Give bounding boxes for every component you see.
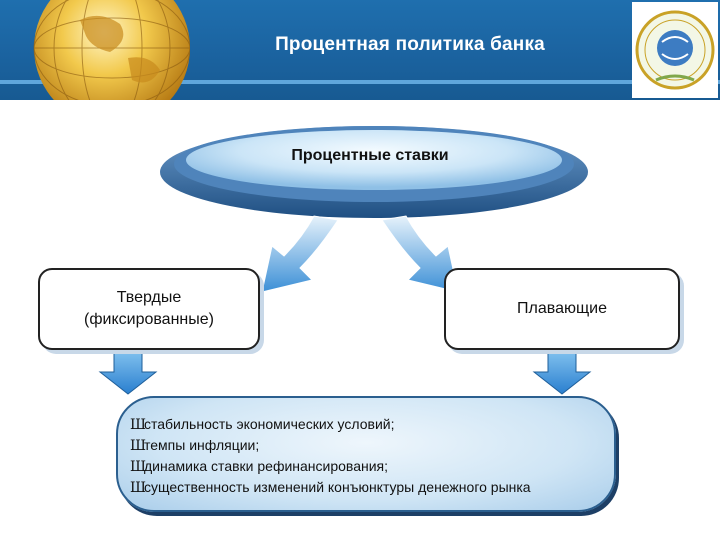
factor-text: темпы инфляции; — [144, 437, 260, 453]
factor-text: существенность изменений конъюнктуры ден… — [144, 479, 531, 495]
bullet-icon: Ш — [130, 480, 146, 496]
factors-panel — [116, 396, 616, 512]
header-accent-band — [0, 80, 720, 84]
fixed-rates-label: Твердые (фиксированные) — [84, 289, 214, 328]
fixed-rates-box: Твердые (фиксированные) — [38, 268, 260, 350]
factor-item: Ш динамика ставки рефинансирования; — [130, 456, 610, 477]
down-arrow-left — [98, 351, 158, 395]
slide-title: Процентная политика банка — [275, 34, 545, 55]
factor-list: Ш стабильность экономических условий; Ш … — [130, 414, 610, 498]
center-node-label: Процентные ставки — [291, 147, 449, 164]
factor-item: Ш темпы инфляции; — [130, 435, 610, 456]
bullet-icon: Ш — [130, 459, 146, 475]
factor-text: динамика ставки рефинансирования; — [144, 458, 389, 474]
curved-arrow-left — [261, 215, 339, 293]
floating-rates-box: Плавающие — [444, 268, 680, 350]
globe-icon — [0, 0, 190, 100]
center-ellipse-shape — [156, 114, 592, 220]
factor-text: стабильность экономических условий; — [144, 416, 395, 432]
floating-rates-label: Плавающие — [517, 300, 607, 317]
factor-item: Ш стабильность экономических условий; — [130, 414, 610, 435]
down-arrow-right — [532, 351, 592, 395]
factor-item: Ш существенность изменений конъюнктуры д… — [130, 477, 610, 498]
emblem-icon — [632, 2, 718, 98]
bullet-icon: Ш — [130, 417, 146, 433]
bullet-icon: Ш — [130, 438, 146, 454]
